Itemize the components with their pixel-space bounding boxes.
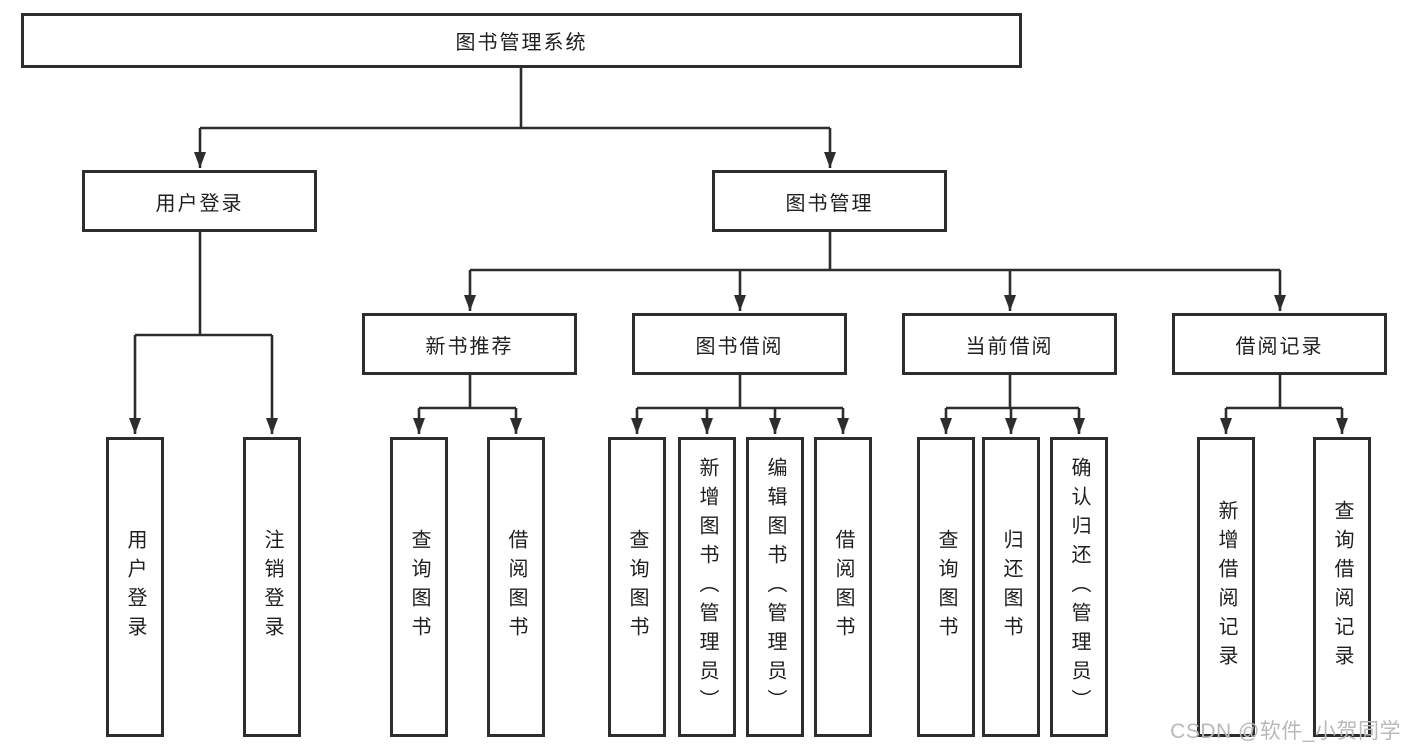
node-user-login: 用户登录 [82, 170, 317, 232]
leaf-user-login: 用户登录 [106, 437, 164, 737]
node-label: 借阅图书 [832, 529, 854, 645]
node-current-borrowing: 当前借阅 [902, 313, 1117, 375]
node-label: 查询图书 [935, 529, 957, 645]
node-label: 图书管理 [785, 192, 874, 215]
node-label: 用户登录 [155, 192, 244, 215]
leaf-query-book-current: 查询图书 [917, 437, 975, 737]
node-book-borrowing: 图书借阅 [632, 313, 847, 375]
leaf-return-book: 归还图书 [982, 437, 1040, 737]
leaf-borrow-book-recommend: 借阅图书 [487, 437, 545, 737]
node-label: 注销登录 [261, 529, 283, 645]
leaf-query-book-borrowing: 查询图书 [608, 437, 666, 737]
node-label: 新书推荐 [425, 335, 514, 358]
node-label: 编辑图书（管理员） [764, 456, 786, 718]
node-label: 用户登录 [124, 529, 146, 645]
node-label: 新增借阅记录 [1215, 500, 1237, 674]
node-borrowing-records: 借阅记录 [1172, 313, 1387, 375]
node-label: 新增图书（管理员） [696, 456, 718, 718]
node-label: 借阅图书 [505, 529, 527, 645]
node-label: 当前借阅 [965, 335, 1054, 358]
node-label: 借阅记录 [1235, 335, 1324, 358]
leaf-logout: 注销登录 [243, 437, 301, 737]
node-label: 查询图书 [626, 529, 648, 645]
node-label: 查询图书 [408, 529, 430, 645]
node-label: 查询借阅记录 [1331, 500, 1353, 674]
csdn-watermark: CSDN @软件_小贺同学 [1170, 720, 1401, 743]
node-book-management: 图书管理 [712, 170, 947, 232]
node-label: 归还图书 [1000, 529, 1022, 645]
node-label: 图书借阅 [695, 335, 784, 358]
node-label: 图书管理系统 [455, 32, 588, 54]
leaf-confirm-return-admin: 确认归还（管理员） [1050, 437, 1108, 737]
node-library-management-system: 图书管理系统 [21, 13, 1022, 68]
leaf-edit-book-admin: 编辑图书（管理员） [746, 437, 804, 737]
leaf-query-borrow-record: 查询借阅记录 [1313, 437, 1371, 737]
leaf-add-book-admin: 新增图书（管理员） [678, 437, 736, 737]
node-new-book-recommend: 新书推荐 [362, 313, 577, 375]
leaf-add-borrow-record: 新增借阅记录 [1197, 437, 1255, 737]
leaf-borrow-book: 借阅图书 [814, 437, 872, 737]
node-label: 确认归还（管理员） [1068, 456, 1090, 718]
leaf-query-book-recommend: 查询图书 [390, 437, 448, 737]
